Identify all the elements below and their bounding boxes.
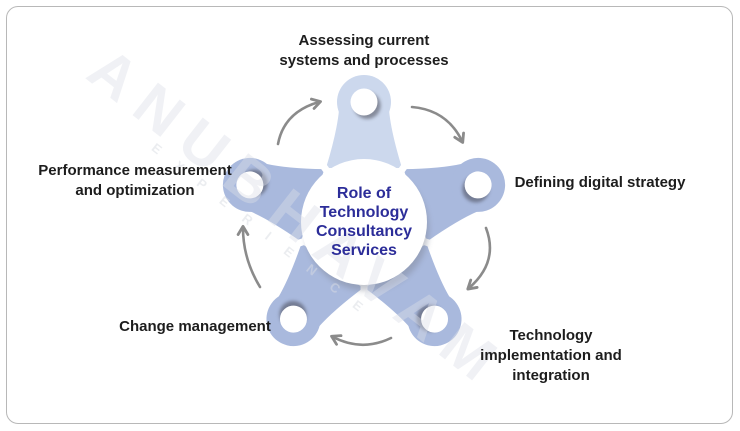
lobe-assessing — [326, 75, 402, 168]
arrow-defining-to-implementation — [466, 226, 492, 291]
knob-assessing — [350, 88, 378, 116]
node-label-performance: Performance measurement and optimization — [38, 162, 232, 199]
lobe-separator — [391, 135, 428, 182]
lobe-separator — [300, 135, 337, 182]
center-title: Role of Technology Consultancy Services — [315, 185, 412, 259]
knob-defining — [464, 171, 492, 199]
arrow-change-to-performance — [236, 224, 262, 289]
node-label-change: Change management — [119, 318, 271, 335]
arrow-performance-to-assessing — [276, 97, 322, 146]
node-label-implementation: Technology implementation and integratio… — [480, 327, 622, 384]
lobe-neck — [326, 110, 402, 168]
arrow-implementation-to-change — [330, 334, 393, 347]
node-label-assessing: Assessing current systems and processes — [279, 32, 449, 69]
center-circle — [301, 159, 427, 285]
lobe-separator — [360, 274, 368, 326]
lobe-separator — [264, 234, 316, 258]
arrow-assessing-to-defining — [410, 105, 465, 144]
knob-performance — [236, 171, 264, 199]
knob-implementation — [421, 305, 449, 333]
lobe-implementation — [364, 243, 462, 347]
knob-change — [279, 305, 307, 333]
lobe-change — [266, 243, 364, 347]
node-label-defining: Defining digital strategy — [514, 174, 686, 191]
